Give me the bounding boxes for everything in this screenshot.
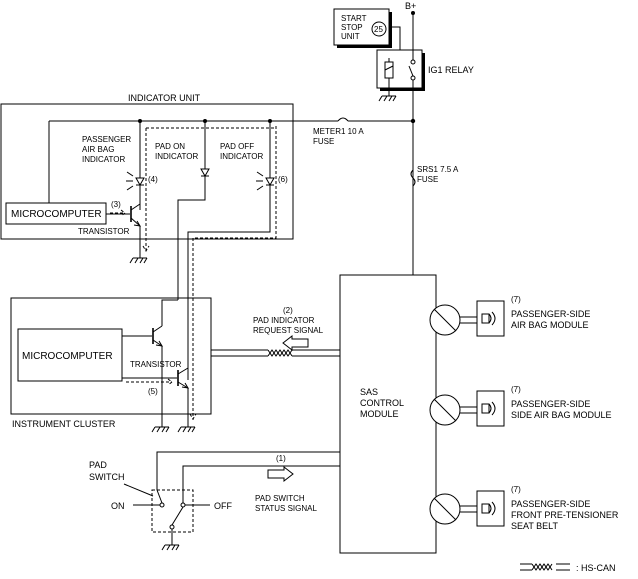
sas-control-module bbox=[339, 274, 437, 554]
callout-7a: (7) bbox=[511, 295, 521, 304]
pad-switch-label-1: PAD bbox=[89, 460, 107, 470]
meter1-fuse-label-1: METER1 10 A bbox=[313, 127, 364, 136]
pad-switch-off-label: OFF bbox=[214, 501, 232, 511]
srs1-fuse-label-2: FUSE bbox=[417, 175, 438, 184]
pad-switch-label-2: SWITCH bbox=[89, 472, 125, 482]
callout-4: (4) bbox=[148, 175, 158, 184]
indicator-unit-box bbox=[0, 103, 294, 240]
pretensioner-label-3: SEAT BELT bbox=[511, 521, 559, 531]
pretensioner-driver bbox=[429, 490, 505, 527]
side-airbag-module-driver bbox=[429, 390, 505, 427]
indicator-transistor-label: TRANSISTOR bbox=[78, 227, 130, 236]
pad-switch-ground bbox=[161, 544, 180, 551]
callout-3: (3) bbox=[111, 200, 121, 209]
cluster-microcomputer bbox=[17, 328, 123, 382]
meter1-fuse-label-2: FUSE bbox=[313, 137, 334, 146]
pad-switch-box bbox=[151, 489, 194, 533]
start-stop-ref-circle bbox=[371, 21, 387, 37]
current-path-6 bbox=[192, 126, 277, 420]
b-plus-label: B+ bbox=[405, 1, 416, 11]
side-airbag-module-label-2: SIDE AIR BAG MODULE bbox=[511, 410, 612, 420]
callout-6: (6) bbox=[278, 175, 288, 184]
sas-module-label-1: SAS bbox=[360, 387, 378, 397]
cluster-microcomputer-label: MICROCOMPUTER bbox=[22, 351, 113, 362]
pad-switch-status-label-1: PAD SWITCH bbox=[255, 494, 305, 503]
indicator-transistor bbox=[106, 203, 141, 258]
callout-7c: (7) bbox=[511, 485, 521, 494]
passenger-airbag-led bbox=[126, 121, 145, 210]
relay-coil bbox=[384, 61, 394, 79]
hs-can-bus bbox=[211, 349, 340, 357]
pretensioner-label-1: PASSENGER-SIDE bbox=[511, 499, 590, 509]
request-signal-arrow bbox=[282, 334, 309, 352]
pad-off-led bbox=[187, 121, 275, 380]
ig1-relay-label: IG1 RELAY bbox=[428, 65, 474, 75]
callout-1: (1) bbox=[276, 454, 286, 463]
airbag-module-driver bbox=[429, 300, 505, 337]
indicator-unit-label: INDICATOR UNIT bbox=[128, 93, 201, 103]
hs-can-legend-symbol bbox=[520, 563, 570, 571]
pad-request-signal-label-2: REQUEST SIGNAL bbox=[253, 326, 324, 335]
start-stop-ref-number: 25 bbox=[374, 25, 383, 34]
passenger-airbag-indicator-label-3: INDICATOR bbox=[82, 155, 125, 164]
relay-contact bbox=[408, 65, 414, 77]
pad-switch-status-label-2: STATUS SIGNAL bbox=[255, 504, 317, 513]
meter1-fuse bbox=[337, 117, 349, 122]
cluster-ground-2 bbox=[177, 426, 196, 433]
srs1-fuse bbox=[410, 169, 416, 187]
pad-off-indicator-label-2: INDICATOR bbox=[220, 152, 263, 161]
pad-on-led bbox=[177, 121, 210, 300]
start-stop-unit-label-1: START bbox=[341, 14, 367, 23]
indicator-microcomputer-label: MICROCOMPUTER bbox=[11, 209, 102, 220]
passenger-airbag-indicator-label-1: PASSENGER bbox=[82, 135, 131, 144]
callout-2: (2) bbox=[283, 306, 293, 315]
start-stop-unit-label-2: STOP bbox=[341, 23, 363, 32]
cluster-transistor-pad-on bbox=[122, 299, 178, 427]
side-airbag-module-label-1: PASSENGER-SIDE bbox=[511, 399, 590, 409]
instrument-cluster-label: INSTRUMENT CLUSTER bbox=[12, 419, 116, 429]
pad-switch-wire-off bbox=[182, 465, 340, 490]
pad-off-indicator-label-1: PAD OFF bbox=[220, 142, 254, 151]
cluster-transistor-pad-off bbox=[122, 367, 189, 427]
cluster-ground-1 bbox=[151, 426, 170, 433]
pad-on-indicator-label-1: PAD ON bbox=[155, 142, 185, 151]
passenger-airbag-indicator-label-2: AIR BAG bbox=[82, 145, 114, 154]
sas-module-label-2: CONTROL bbox=[360, 398, 404, 408]
callout-5: (5) bbox=[148, 387, 158, 396]
srs1-fuse-label-1: SRS1 7.5 A bbox=[417, 165, 459, 174]
pad-on-indicator-label-2: INDICATOR bbox=[155, 152, 198, 161]
pad-switch-wire-on bbox=[156, 451, 340, 490]
pretensioner-label-2: FRONT PRE-TENSIONER bbox=[511, 510, 619, 520]
indicator-ground-symbol bbox=[129, 257, 148, 264]
start-stop-to-relay-wire bbox=[389, 26, 401, 50]
start-stop-unit-label-3: UNIT bbox=[341, 32, 360, 41]
start-stop-unit: START STOP UNIT 25 bbox=[333, 8, 392, 48]
pad-switch-on-label: ON bbox=[111, 501, 125, 511]
hs-can-legend-label: : HS-CAN bbox=[576, 563, 616, 573]
relay-ground-symbol bbox=[378, 95, 397, 102]
callout-7b: (7) bbox=[511, 385, 521, 394]
cluster-transistor-label: TRANSISTOR bbox=[130, 360, 182, 369]
pad-switch-contacts bbox=[133, 489, 210, 545]
passenger-airbag-module-label-2: AIR BAG MODULE bbox=[511, 320, 589, 330]
pad-request-signal-label-1: PAD INDICATOR bbox=[253, 316, 315, 325]
ig1-relay bbox=[376, 49, 425, 96]
status-signal-arrow bbox=[267, 465, 294, 483]
passenger-airbag-module-label-1: PASSENGER-SIDE bbox=[511, 309, 590, 319]
sas-module-label-3: MODULE bbox=[360, 409, 399, 419]
